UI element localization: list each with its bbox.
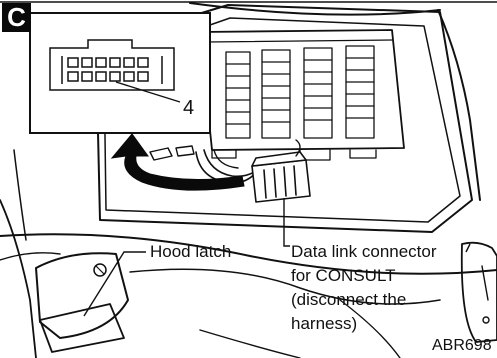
side-cover-outline bbox=[460, 241, 497, 343]
fuse-column-3 bbox=[303, 47, 333, 139]
harness-wire-3 bbox=[213, 149, 239, 169]
harness-clip bbox=[149, 147, 173, 161]
inset-pin-number: 4 bbox=[183, 97, 195, 119]
inset-pin-4 bbox=[109, 57, 121, 68]
dash-panel-outline bbox=[95, 4, 473, 233]
dash-left-edge bbox=[0, 199, 37, 358]
dlc-label-line-2: for CONSULT bbox=[291, 266, 396, 285]
inset-pin-2 bbox=[81, 57, 93, 68]
pointer-arrow bbox=[110, 133, 245, 191]
inset-connector-outline bbox=[49, 39, 175, 91]
dlc-leader-right bbox=[465, 243, 471, 253]
inset-pin-7 bbox=[67, 71, 79, 82]
hood-latch-screw-slot bbox=[95, 265, 105, 275]
inset-pin-1 bbox=[67, 57, 79, 68]
harness-clip-2 bbox=[175, 145, 195, 157]
data-link-connector bbox=[251, 139, 311, 203]
figure-code: ABR698 bbox=[432, 337, 492, 354]
dash-lower-contour bbox=[0, 233, 497, 275]
inset-pin-8 bbox=[81, 71, 93, 82]
fuse-box-lid-line bbox=[205, 39, 393, 43]
inset-pin-10 bbox=[109, 71, 121, 82]
side-cover-hole bbox=[482, 316, 490, 324]
dash-left-pillar bbox=[13, 149, 27, 241]
hood-latch-label: Hood latch bbox=[150, 242, 232, 261]
dlc-leader bbox=[283, 198, 290, 247]
inset-pin-leader bbox=[115, 81, 181, 103]
inset-pin-11 bbox=[123, 71, 135, 82]
dash-lower-contour-2 bbox=[129, 268, 441, 305]
lower-curve-left bbox=[0, 252, 61, 261]
side-cover-slot bbox=[481, 265, 489, 301]
fuse-column-4 bbox=[345, 45, 375, 139]
inset-pin-9 bbox=[95, 71, 107, 82]
hood-latch-screw bbox=[93, 263, 107, 277]
connector-inset bbox=[29, 12, 211, 134]
hood-latch-handle bbox=[39, 303, 125, 353]
inset-pin-12 bbox=[137, 71, 149, 82]
dlc-label-line-1: Data link connector bbox=[291, 242, 437, 261]
dash-panel-inner bbox=[103, 17, 461, 223]
fuse-column-2 bbox=[261, 49, 291, 139]
lower-arcs bbox=[199, 299, 401, 358]
dlc-label-line-4: harness) bbox=[291, 314, 358, 333]
hood-latch-leader bbox=[83, 251, 146, 317]
dlc-label-line-3: (disconnect the bbox=[291, 290, 407, 309]
inset-pin-3 bbox=[95, 57, 107, 68]
dash-contour-right bbox=[437, 9, 481, 201]
panel-letter: C bbox=[2, 3, 31, 32]
fuse-column-1 bbox=[225, 51, 251, 139]
hood-latch-body bbox=[35, 252, 129, 339]
dash-contour-upper bbox=[189, 2, 441, 16]
inset-pin-6 bbox=[137, 57, 149, 68]
inset-pin-5 bbox=[123, 57, 135, 68]
